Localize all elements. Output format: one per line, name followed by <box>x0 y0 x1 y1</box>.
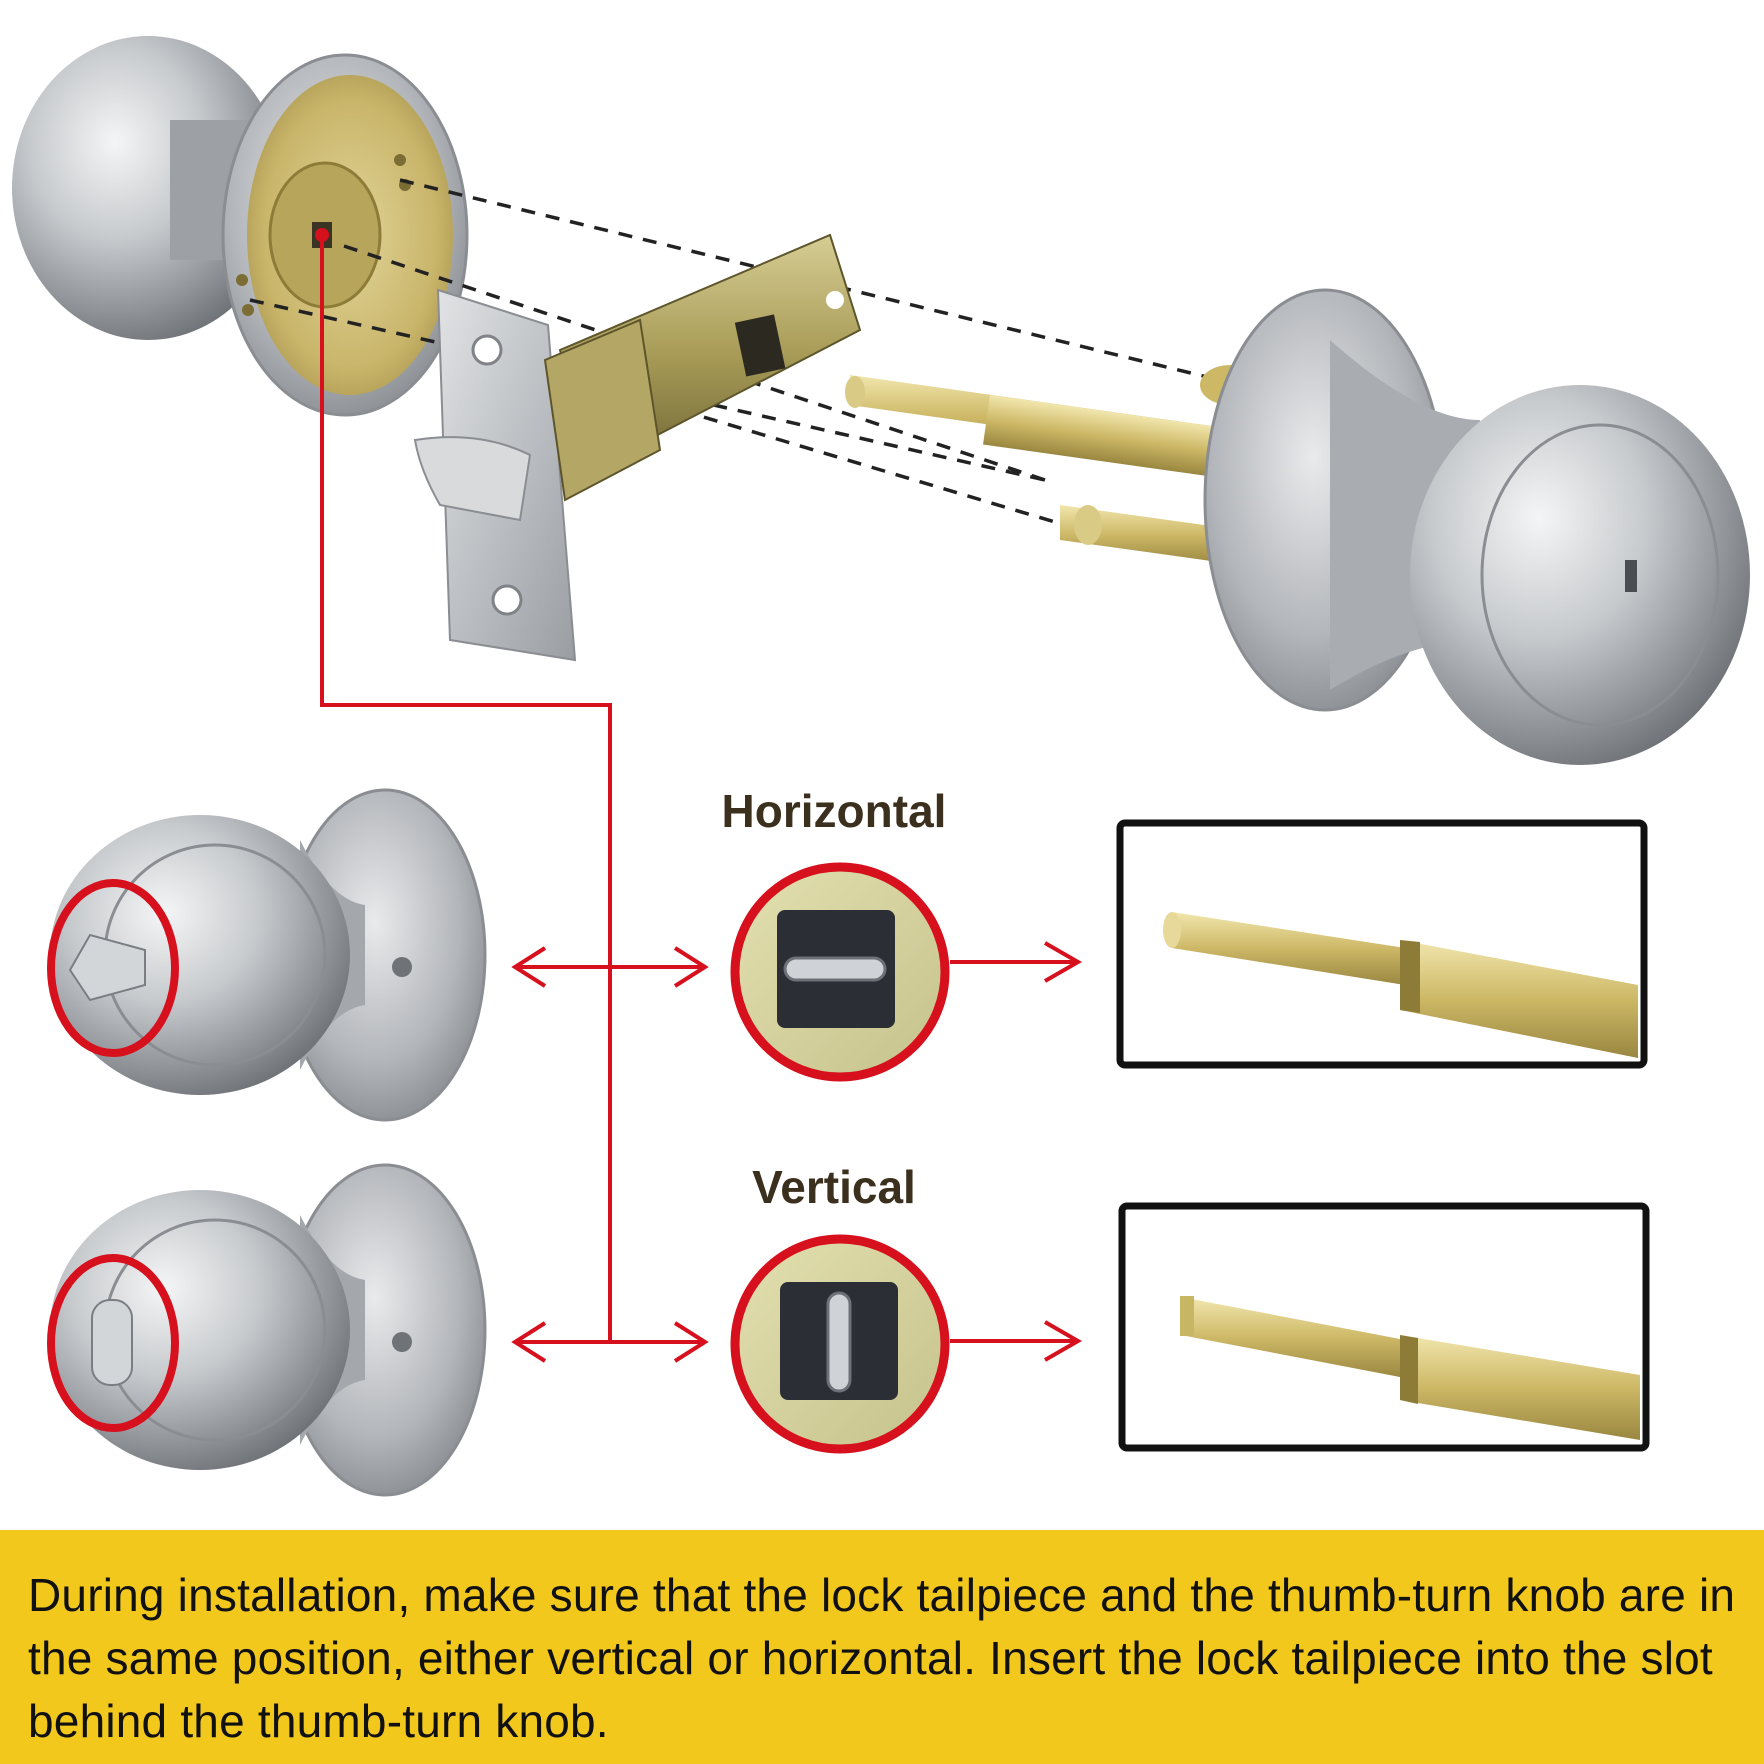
connector-lines <box>315 228 612 1342</box>
interior-knob-icon <box>12 36 469 417</box>
thumb-turn-icon <box>68 933 146 1002</box>
exterior-knob-icon <box>845 288 1750 765</box>
tailpiece-icon <box>1180 1296 1640 1440</box>
horizontal-label: Horizontal <box>721 785 947 837</box>
slot-icon <box>730 1234 950 1454</box>
arrow-icon <box>511 941 1083 988</box>
arrow-icon <box>511 1320 1083 1363</box>
vertical-label: Vertical <box>752 1161 916 1213</box>
instruction-text: During installation, make sure that the … <box>28 1569 1736 1747</box>
slot-icon <box>730 862 950 1082</box>
thumb-turn-knob-horizontal <box>47 788 487 1122</box>
highlight-ring <box>47 1254 179 1432</box>
thumb-turn-knob-vertical <box>47 1163 487 1497</box>
latch-icon <box>413 233 862 662</box>
instruction-banner: During installation, make sure that the … <box>0 1530 1764 1764</box>
thumb-turn-icon <box>91 1299 133 1386</box>
tailpiece-icon <box>1163 912 1638 1058</box>
tailpiece-horizontal-box <box>1116 819 1648 1069</box>
tailpiece-vertical-box <box>1118 1202 1650 1452</box>
highlight-ring <box>47 879 179 1057</box>
